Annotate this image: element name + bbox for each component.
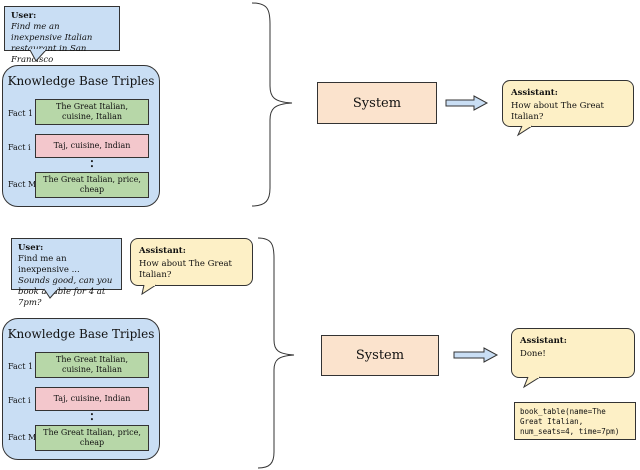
api-call-box: book_table(name=The Great Italian, num_s…	[514, 402, 636, 440]
assistant-bubble-history: Assistant: How about The Great Italian?	[130, 238, 253, 286]
kb-title: Knowledge Base Triples	[7, 327, 155, 341]
knowledge-base-bottom: Knowledge Base Triples Fact 1 The Great …	[2, 318, 160, 460]
block-arrow-bottom	[453, 347, 499, 363]
brace-top	[251, 2, 293, 207]
user-label: User:	[18, 243, 44, 253]
fact-label-m: Fact M	[8, 433, 37, 442]
bubble-tail-assistant-history	[141, 284, 157, 296]
bubble-tail-assistant-bottom	[522, 376, 541, 389]
fact-i: Taj, cuisine, Indian	[35, 134, 149, 158]
bubble-tail-user-bottom	[43, 288, 59, 299]
user-label: User:	[11, 11, 37, 21]
fact-label-i: Fact i	[8, 143, 31, 152]
fact-1: The Great Italian, cuisine, Italian	[35, 352, 149, 378]
user-message: Sounds good, can you book a table for 4 …	[18, 276, 113, 308]
assistant-message: Done!	[520, 349, 546, 359]
fact-m: The Great Italian, price, cheap	[35, 172, 149, 198]
bubble-tail-user-top	[29, 49, 47, 62]
kb-title: Knowledge Base Triples	[7, 74, 155, 88]
knowledge-base-top: Knowledge Base Triples Fact 1 The Great …	[2, 65, 160, 207]
bubble-tail-assistant-top	[516, 125, 533, 137]
ellipsis-dots: ••	[89, 411, 95, 424]
fact-label-m: Fact M	[8, 180, 37, 189]
fact-label-i: Fact i	[8, 396, 31, 405]
assistant-message: How about The Great Italian?	[511, 101, 604, 122]
assistant-label: Assistant:	[520, 336, 567, 346]
fact-i: Taj, cuisine, Indian	[35, 387, 149, 411]
system-box-bottom: System	[321, 335, 439, 376]
system-box-top: System	[317, 82, 437, 124]
fact-1: The Great Italian, cuisine, Italian	[35, 99, 149, 125]
fact-label-1: Fact 1	[8, 362, 34, 371]
fact-label-1: Fact 1	[8, 109, 34, 118]
user-bubble-bottom: User: Find me an inexpensive ... Sounds …	[11, 238, 122, 308]
assistant-message: How about The Great Italian?	[139, 259, 232, 280]
block-arrow-top	[445, 95, 489, 111]
user-bubble-top: User: Find me an inexpensive Italian res…	[4, 6, 120, 65]
user-message: Find me an inexpensive Italian restauran…	[11, 22, 93, 65]
assistant-bubble-bottom: Assistant: Done!	[511, 328, 635, 378]
assistant-bubble-top: Assistant: How about The Great Italian?	[502, 80, 634, 127]
fact-m: The Great Italian, price, cheap	[35, 425, 149, 451]
assistant-label: Assistant:	[511, 88, 558, 98]
assistant-label: Assistant:	[139, 246, 186, 256]
user-history: Find me an inexpensive ...	[18, 254, 80, 275]
brace-bottom	[257, 237, 295, 469]
ellipsis-dots: ••	[89, 158, 95, 171]
